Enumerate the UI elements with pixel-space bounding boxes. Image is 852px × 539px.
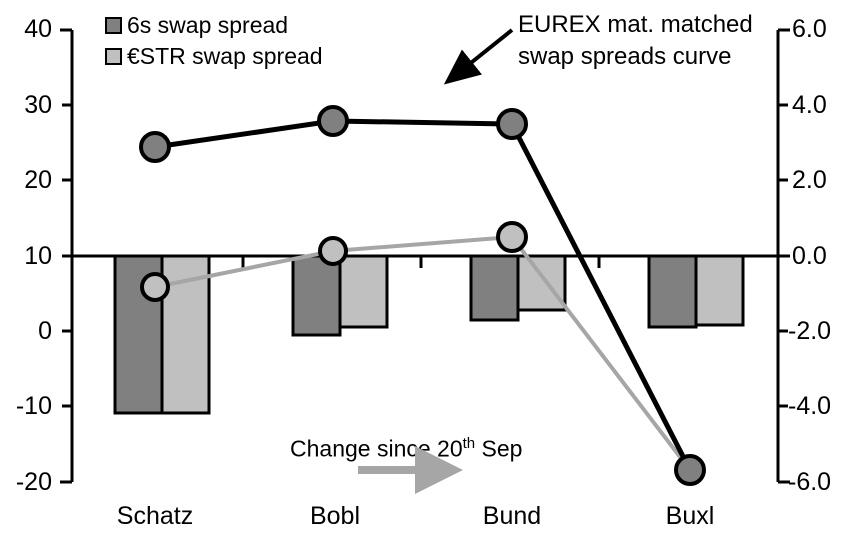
bar-estr-bobl [338, 254, 389, 329]
y-axis-right-tick-neg4: -4.0 [788, 392, 832, 420]
x-axis-label-schatz: Schatz [116, 502, 194, 530]
bar-6s-bund [469, 254, 520, 322]
marker-change-bobl [318, 236, 348, 266]
legend-label-6s-swap-spread: 6s swap spread [127, 12, 289, 38]
bar-6s-bobl [291, 254, 342, 337]
y-axis-right-tick-neg6: -6.0 [788, 468, 832, 496]
annotation-eurex-curve-line2: swap spreads curve [518, 43, 732, 70]
bar-estr-buxl [694, 254, 745, 327]
y-axis-left-tick-neg10: -10 [15, 392, 52, 420]
marker-eurex-bund [496, 108, 528, 140]
markers-change-since-20sep [140, 221, 528, 302]
marker-change-schatz [140, 272, 170, 302]
x-axis-label-bobl: Bobl [309, 502, 361, 530]
y-axis-left-tick-10: 10 [24, 242, 52, 270]
marker-eurex-bobl [317, 105, 349, 137]
y-axis-right-tick-neg2: -2.0 [788, 317, 832, 345]
legend-item-6s-swap-spread: 6s swap spread [105, 14, 288, 37]
line-change-since-20sep [154, 234, 692, 472]
marker-eurex-schatz [139, 131, 171, 163]
annotation-change-since-ordinal: th [462, 435, 476, 452]
annotation-eurex-curve-line1: EUREX mat. matched [518, 11, 753, 38]
annotation-arrow-eurex [443, 28, 514, 85]
legend-item-estr-swap-spread: €STR swap spread [105, 45, 323, 68]
y-axis-right-tick-0: 0.0 [792, 242, 827, 270]
bar-group-bobl [291, 254, 389, 337]
x-axis-label-bund: Bund [482, 502, 542, 530]
y-axis-left-tick-20: 20 [24, 166, 52, 194]
bar-estr-bund [516, 254, 567, 312]
marker-change-bund [496, 221, 528, 253]
marker-eurex-buxl [674, 454, 706, 486]
y-axis-left-tick-0: 0 [38, 317, 52, 345]
y-axis-left-tick-neg20: -20 [15, 468, 52, 496]
bar-group-bund [469, 254, 567, 322]
x-axis-label-buxl: Buxl [665, 502, 715, 530]
bar-6s-buxl [647, 254, 698, 329]
legend-swatch-estr-swap-spread [105, 48, 122, 65]
y-axis-right-tick-6: 6.0 [792, 15, 827, 43]
legend-swatch-6s-swap-spread [105, 17, 122, 34]
legend-label-estr-swap-spread: €STR swap spread [127, 43, 323, 69]
annotation-change-since-suffix: Sep [475, 435, 523, 462]
line-eurex-swap-spreads-curve [154, 118, 693, 472]
y-axis-left-tick-30: 30 [24, 91, 52, 119]
y-axis-right-tick-2: 2.0 [792, 166, 827, 194]
y-axis-left-tick-40: 40 [24, 15, 52, 43]
y-axis-right-tick-4: 4.0 [792, 91, 827, 119]
markers-eurex-curve [139, 105, 706, 486]
bar-group-buxl [647, 254, 745, 329]
x-axis-ticks [241, 256, 601, 268]
